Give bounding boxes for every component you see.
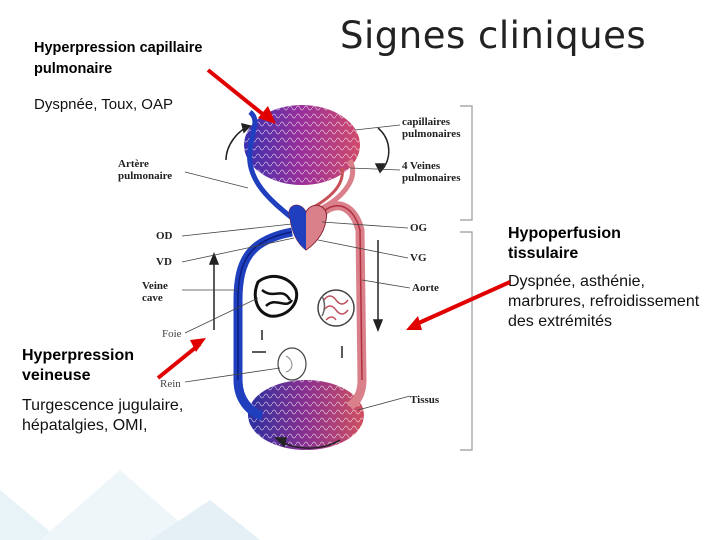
heart <box>288 204 328 251</box>
liver-organ <box>253 274 299 318</box>
pulmonary-artery <box>247 110 294 220</box>
label-od: OD <box>156 230 173 242</box>
label-veine-cave: Veine cave <box>142 280 168 304</box>
hypoperfusion-heading: Hypoperfusion tissulaire <box>508 225 621 262</box>
capillary-pressure-symptoms: Dyspnée, Toux, OAP <box>34 96 173 113</box>
label-vd: VD <box>156 256 172 268</box>
flow-arrows <box>208 122 390 449</box>
hypoperfusion-symptoms: Dyspnée, asthénie, marbrures, refroidiss… <box>508 273 700 330</box>
red-arrows <box>156 68 511 380</box>
systemic-bracket <box>460 231 473 451</box>
lung-bracket <box>460 105 473 221</box>
label-tissus: Tissus <box>410 394 440 406</box>
label-veines-pulmonaires: 4 Veines pulmonaires <box>402 160 461 184</box>
label-og: OG <box>410 222 428 234</box>
label-capillaires: capillaires pulmonaires <box>402 116 461 140</box>
leader-lines <box>181 124 411 411</box>
kidney-organ <box>277 347 307 381</box>
label-vg: VG <box>410 252 427 264</box>
capillary-pressure-heading: Hyperpression capillaire pulmonaire <box>34 40 203 77</box>
slide-title: Signes cliniques <box>340 14 647 57</box>
digestive-organs <box>317 289 355 327</box>
pulmonary-capillaries <box>244 105 360 185</box>
decorative-corner-shapes <box>0 470 260 540</box>
label-artere-pulmonaire: Artère pulmonaire <box>118 158 173 182</box>
label-foie: Foie <box>162 328 182 340</box>
venous-pressure-symptoms: Turgescence jugulaire, hépatalgies, OMI, <box>22 397 184 434</box>
venous-pressure-heading: Hyperpression veineuse <box>22 347 135 384</box>
label-rein: Rein <box>160 378 181 390</box>
tissue-capillaries <box>248 380 364 450</box>
label-aorte: Aorte <box>412 282 439 294</box>
